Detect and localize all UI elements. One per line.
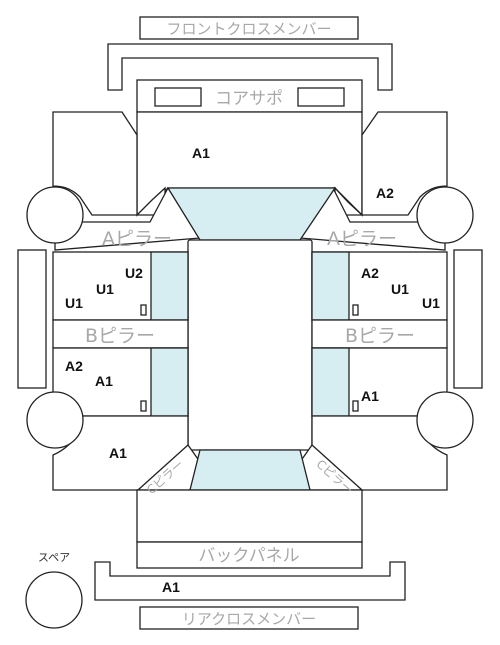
left-headlight (154, 87, 202, 107)
right-rear-handle (352, 400, 359, 412)
spare-label: スペア (38, 551, 70, 564)
left-rear-handle (140, 400, 147, 412)
grade-hood: A1 (192, 145, 210, 161)
grade-right-front-door-u1-b: U1 (422, 295, 440, 311)
b-pillar-right-label: Bピラー (345, 325, 415, 347)
grade-left-front-door-u1-a: U1 (96, 281, 114, 297)
grade-left-quarter: A1 (109, 445, 127, 461)
right-front-window (311, 251, 350, 321)
roof-panel (187, 239, 313, 451)
left-front-wheel (26, 186, 84, 244)
trunk-lid (136, 489, 363, 543)
right-fender (334, 111, 448, 217)
left-b-pillar (52, 319, 189, 349)
grade-rear-bumper: A1 (162, 579, 180, 595)
right-front-wheel (416, 186, 474, 244)
a-pillar-left-label: Aピラー (102, 228, 172, 250)
back-panel-box (136, 541, 363, 569)
right-rear-window (311, 347, 350, 417)
grade-right-front-door-u1-a: U1 (391, 281, 409, 297)
rear-window (189, 449, 311, 491)
left-rear-wheel (26, 391, 84, 449)
spare-wheel (25, 571, 83, 629)
rear-bumper (94, 561, 406, 601)
rear-cross-member-label: リアクロスメンバー (182, 610, 316, 628)
right-rear-wheel (416, 391, 474, 449)
left-front-window (150, 251, 189, 321)
right-front-handle (352, 304, 359, 316)
grade-right-front-door-a2: A2 (361, 265, 379, 281)
front-cross-member-box (139, 16, 359, 40)
grade-left-rear-door-a2: A2 (65, 358, 83, 374)
grade-right-rear-door-a1: A1 (361, 388, 379, 404)
front-cross-member-label: フロントクロスメンバー (166, 20, 331, 38)
a-pillar-right-label: Aピラー (327, 228, 397, 250)
left-rear-window (150, 347, 189, 417)
right-side-sill (453, 249, 483, 389)
grade-right-fender: A2 (376, 185, 394, 201)
left-front-handle (140, 304, 147, 316)
grade-left-front-door-u1-b: U1 (65, 295, 83, 311)
grade-left-front-door-u2: U2 (125, 265, 143, 281)
front-bumper (107, 43, 393, 91)
right-headlight (297, 87, 345, 107)
back-panel-label: バックパネル (198, 546, 299, 566)
rear-cross-member-box (139, 606, 359, 630)
left-fender (52, 111, 166, 217)
core-support-label: コアサポ (215, 89, 283, 109)
left-side-sill (17, 249, 47, 389)
grade-left-rear-door-a1: A1 (95, 373, 113, 389)
b-pillar-left-label: Bピラー (85, 325, 155, 347)
